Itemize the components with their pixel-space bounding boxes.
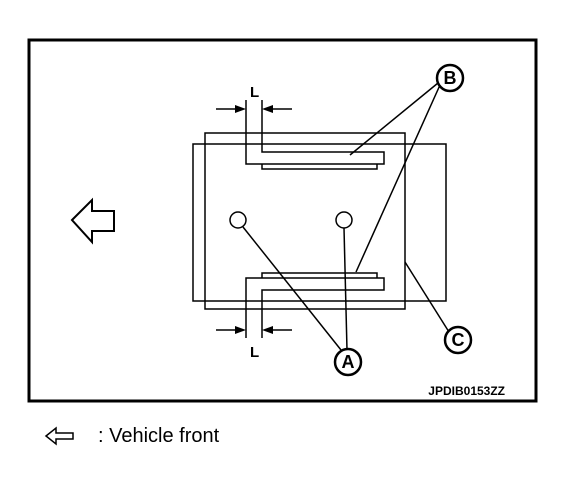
hollow-left-arrow-icon bbox=[44, 426, 74, 446]
svg-text:A: A bbox=[342, 352, 355, 372]
dimension-top bbox=[216, 100, 292, 133]
figure-code: JPDIB0153ZZ bbox=[428, 384, 505, 398]
dimension-bottom bbox=[216, 309, 292, 338]
callout-c: C bbox=[443, 325, 473, 355]
dimension-label-top: L bbox=[250, 84, 259, 101]
diagram-frame bbox=[27, 38, 538, 403]
leader-lines bbox=[242, 82, 450, 356]
dimension-label-bottom: L bbox=[250, 344, 259, 361]
svg-text:C: C bbox=[452, 330, 465, 350]
hole-left bbox=[229, 211, 247, 229]
upper-bracket bbox=[245, 133, 385, 170]
vehicle-front-arrow-icon bbox=[70, 197, 115, 245]
legend: : Vehicle front bbox=[44, 422, 219, 450]
legend-text: : Vehicle front bbox=[98, 424, 220, 447]
svg-text:B: B bbox=[444, 68, 457, 88]
callout-b: B bbox=[435, 63, 465, 93]
lower-bracket bbox=[245, 272, 385, 309]
callout-a: A bbox=[333, 347, 363, 377]
hole-right bbox=[335, 211, 353, 229]
